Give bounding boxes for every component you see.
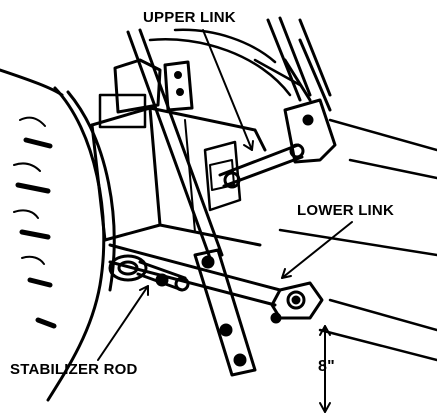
lower-link-label: LOWER LINK xyxy=(297,202,394,219)
fender-outline xyxy=(148,28,437,362)
tractor-tire xyxy=(0,68,116,402)
dimension-marker xyxy=(319,325,331,413)
stabilizer-rod-label: STABILIZER ROD xyxy=(10,361,138,378)
dimension-label: 8" xyxy=(318,358,335,375)
lower-link xyxy=(108,243,324,324)
hitch-housing xyxy=(90,58,267,247)
leader-lines xyxy=(97,29,353,361)
upper-link-label: UPPER LINK xyxy=(143,9,236,26)
lift-rods xyxy=(126,16,332,377)
stabilizer-rod xyxy=(108,254,190,292)
upper-link xyxy=(218,38,337,189)
